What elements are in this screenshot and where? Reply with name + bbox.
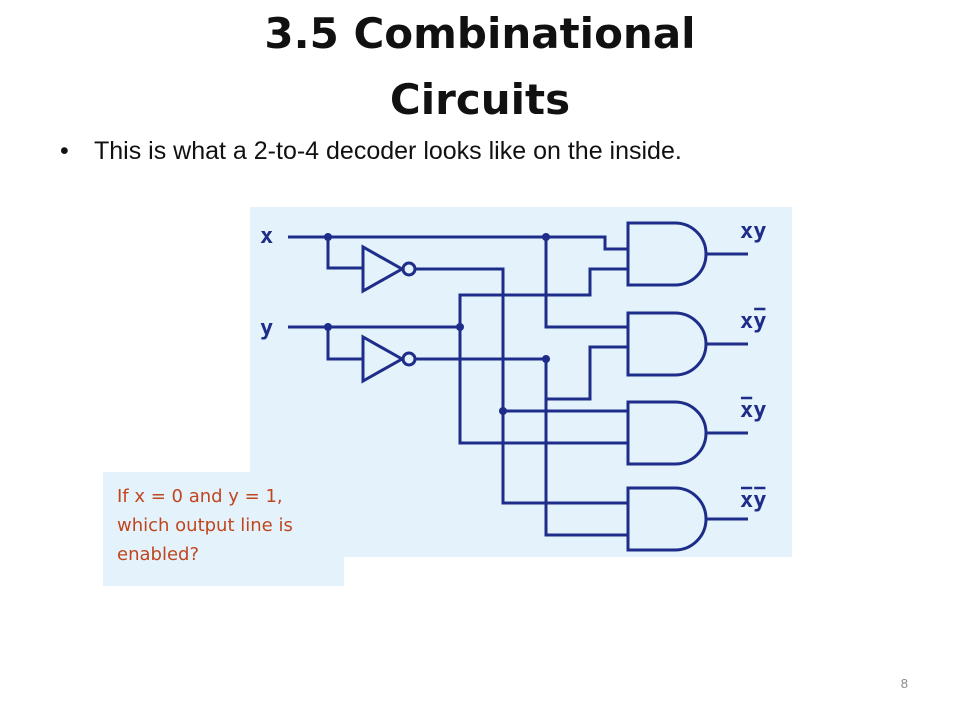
output-labels: xy xy xy xy xyxy=(740,219,767,513)
bullet-marker: • xyxy=(60,137,69,165)
slide-title-line-2: Circuits xyxy=(389,75,571,124)
output-label-2: xy xyxy=(740,309,767,334)
decoder-circuit-svg: x y xyxy=(260,219,767,552)
output-label-4: xy xyxy=(740,488,767,513)
and-gate-4 xyxy=(626,486,708,552)
callout-question-text: If x = 0 and y = 1, which output line is… xyxy=(117,486,293,565)
page-number: 8 xyxy=(900,676,908,691)
output-label-3: xy xyxy=(740,398,767,423)
and-gate-3 xyxy=(626,400,708,466)
output-label-1: xy xyxy=(740,219,767,244)
and-gate-1 xyxy=(626,221,708,287)
bullet-point: • This is what a 2-to-4 decoder looks li… xyxy=(60,136,820,167)
bullet-text: This is what a 2-to-4 decoder looks like… xyxy=(94,137,682,165)
input-x-label: x xyxy=(260,224,273,249)
slide-title-line-1: 3.5 Combinational xyxy=(264,9,696,58)
and-gate-2 xyxy=(626,311,708,377)
x-input-wire xyxy=(288,233,628,329)
x-not-gate xyxy=(361,244,628,505)
question-callout: If x = 0 and y = 1, which output line is… xyxy=(103,472,344,586)
input-y-label: y xyxy=(260,316,273,341)
y-not-gate xyxy=(361,334,628,537)
y-input-wire xyxy=(288,267,628,445)
